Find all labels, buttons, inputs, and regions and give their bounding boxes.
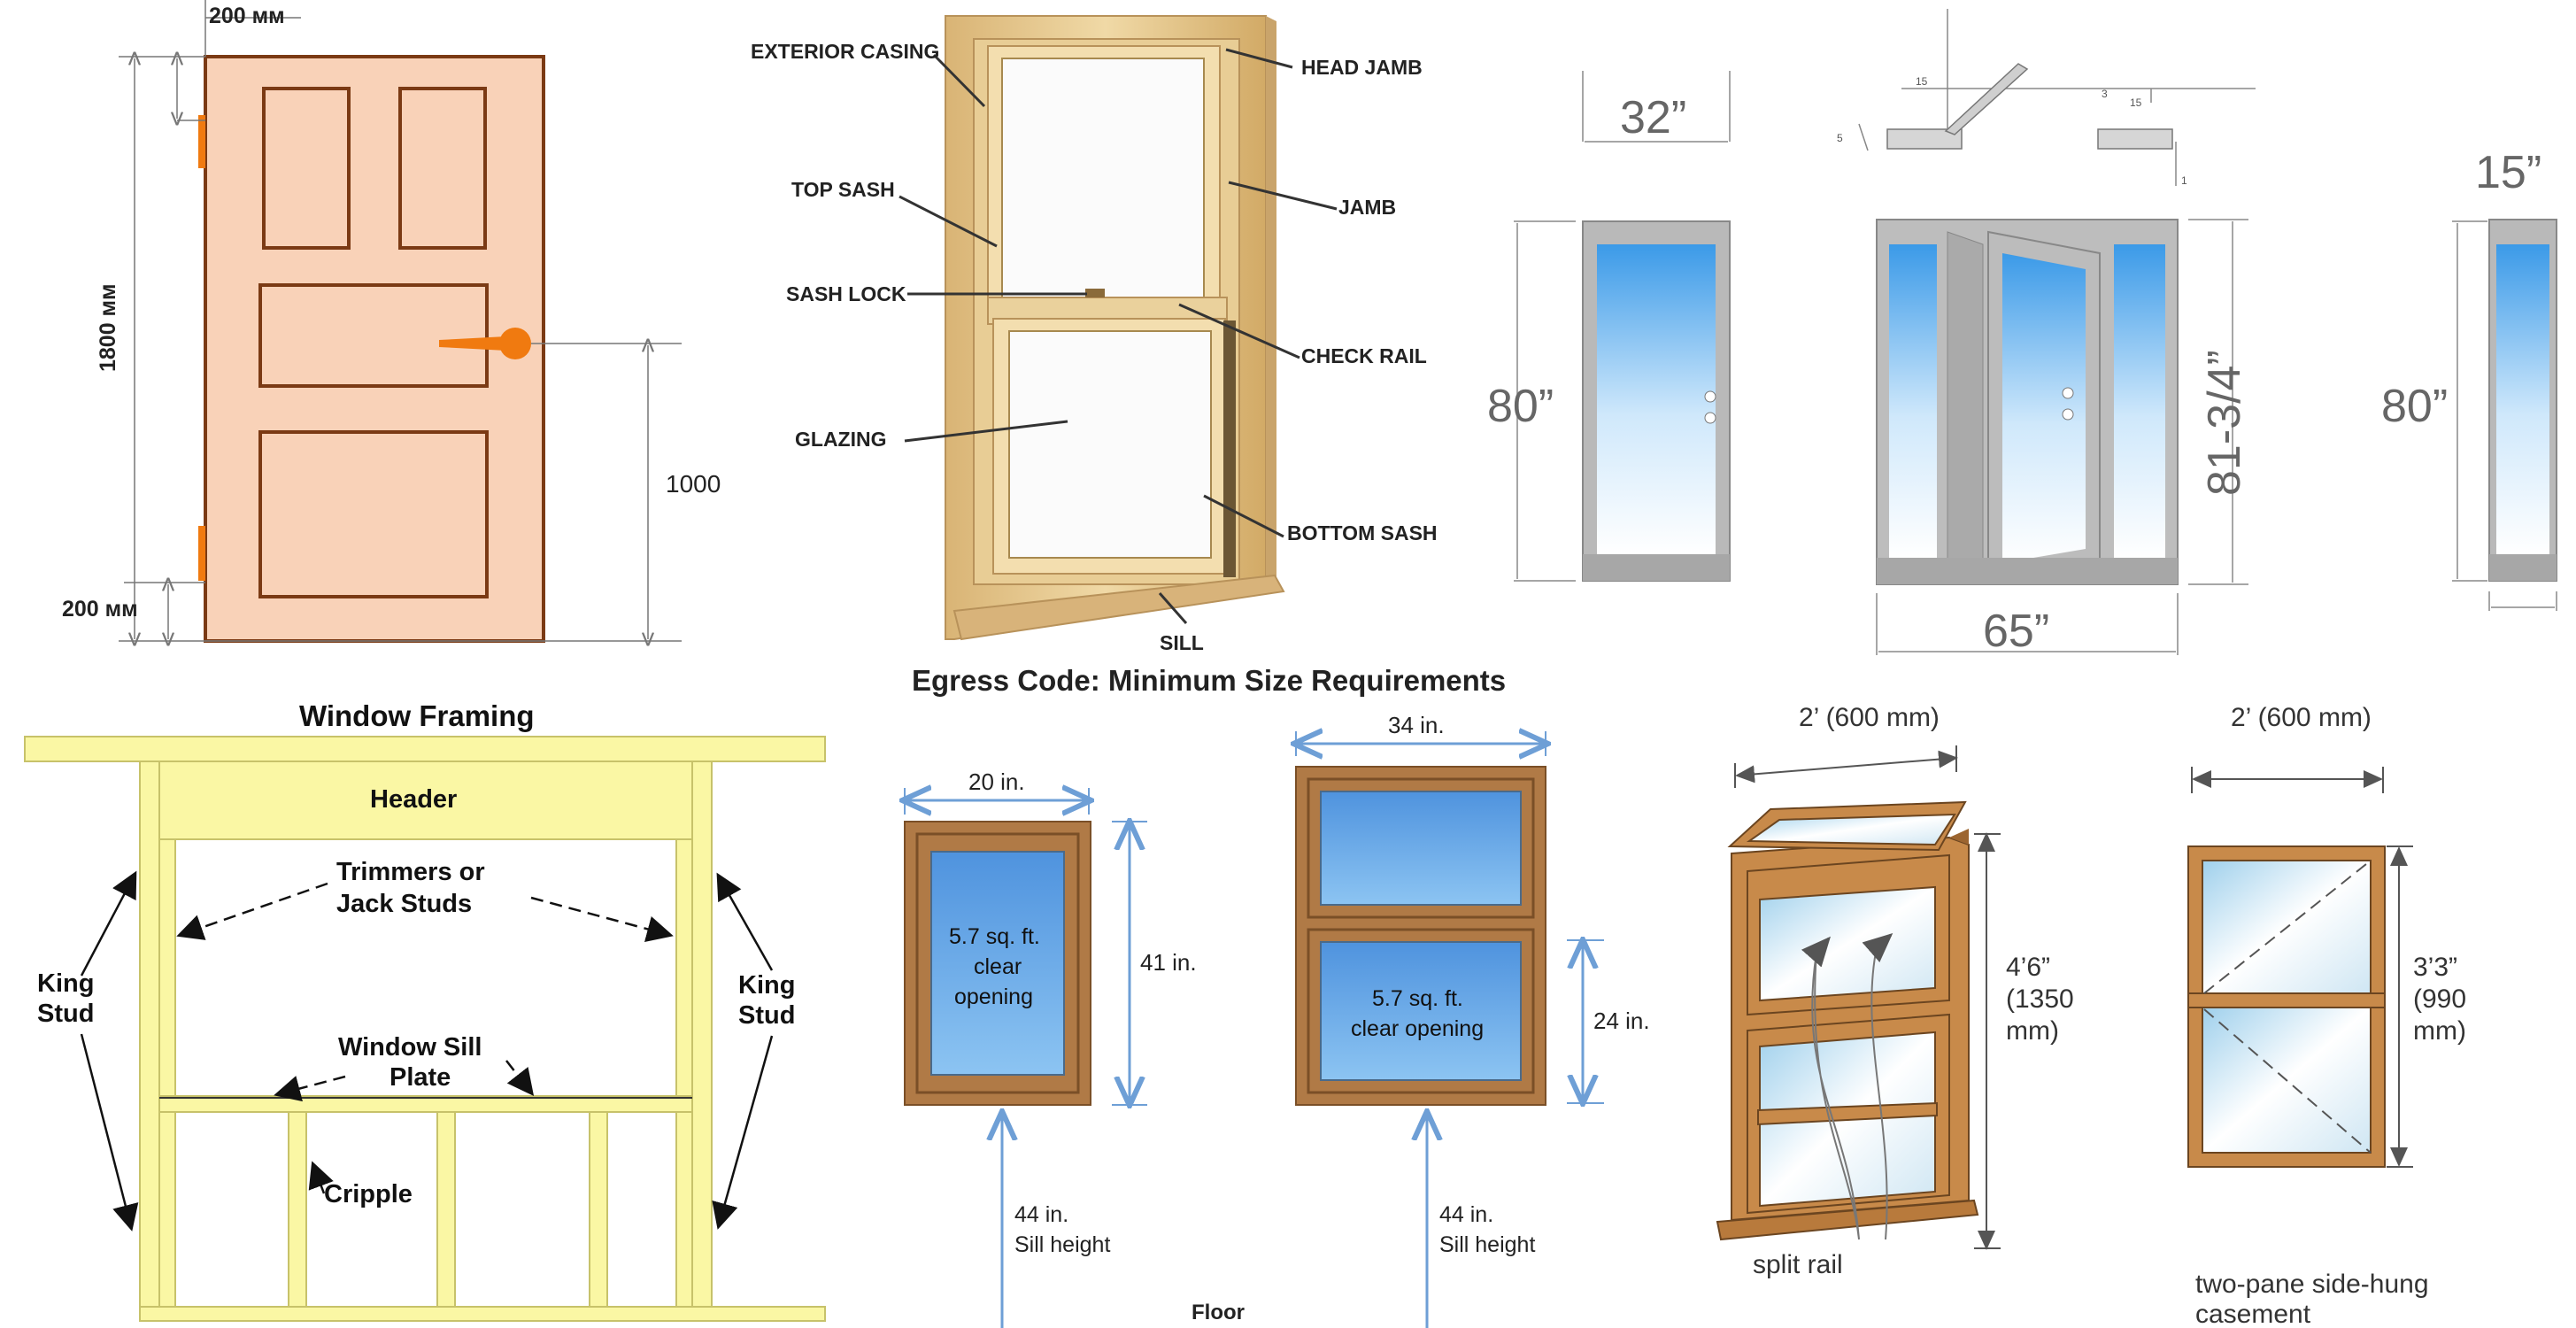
label-glazing: GLAZING	[795, 428, 887, 451]
window-framing-panel: Window Framing Header Trimmers or Jack S…	[0, 664, 850, 1328]
door-bottom-offset-label: 200 мм	[62, 597, 138, 622]
sill-plate-label-1: Window Sill	[338, 1033, 482, 1062]
sidelight-panel	[2488, 219, 2557, 582]
two-pane-casement-window	[2187, 845, 2386, 1168]
framing-header	[158, 761, 693, 840]
egress-left-width: 20 in.	[968, 768, 1025, 795]
sidelight-width: 15”	[2475, 147, 2541, 198]
sill-plate-label-2: Plate	[389, 1063, 451, 1092]
casement-windows-panel: 2’ (600 mm) 4’6” (1350 mm) split rail 2’…	[1673, 664, 2576, 1328]
sash-window-panel: EXTERIOR CASING HEAD JAMB TOP SASH JAMB …	[735, 0, 1531, 664]
label-head-jamb: HEAD JAMB	[1301, 56, 1423, 79]
header-label: Header	[370, 785, 457, 814]
right-window-height-3: mm)	[2413, 1016, 2466, 1046]
label-sill: SILL	[1160, 631, 1204, 654]
egress-left-area-3: opening	[954, 984, 1033, 1009]
door-panel-top-right	[398, 87, 487, 250]
egress-window-left	[904, 821, 1091, 1106]
trimmers-label-2: Jack Studs	[336, 890, 472, 918]
sidelight-height: 80”	[2381, 381, 2448, 432]
single-door-height: 80”	[1487, 381, 1554, 432]
detail-b-dim: 5	[1837, 132, 1843, 144]
single-glass-door	[1582, 220, 1731, 582]
double-door-with-sidelights	[1876, 219, 2179, 585]
label-sash-lock: SASH LOCK	[786, 282, 906, 305]
king-stud-right	[691, 761, 713, 1320]
door-hinge-top	[198, 115, 205, 168]
door-top-offset-label: 200 мм	[209, 4, 285, 28]
label-bottom-sash: BOTTOM SASH	[1287, 521, 1438, 544]
window-sill	[953, 574, 1285, 641]
jack-stud-right	[675, 838, 693, 1320]
detail-right-dim: 15	[2130, 97, 2142, 109]
cripple-stud-2	[436, 1111, 456, 1320]
door-panel-middle	[258, 283, 489, 388]
cripple-stud-1	[288, 1111, 307, 1320]
right-window-height-2: (990	[2413, 984, 2466, 1014]
egress-left-area-2: clear	[974, 954, 1022, 979]
detail-left-dim: 15	[1916, 75, 1928, 88]
egress-floor-label: Floor	[1192, 1301, 1245, 1324]
door-panel-bottom	[258, 430, 489, 598]
door-panel-top-left	[262, 87, 351, 250]
cripple-label: Cripple	[324, 1180, 413, 1208]
egress-right-height: 24 in.	[1593, 1008, 1650, 1034]
egress-code-panel: Egress Code: Minimum Size Requirements 2…	[850, 664, 1673, 1328]
king-stud-left-label-1: King	[37, 969, 94, 998]
doors-dimensions-panel: 15 15 3 5 1 32” 80” 65” 81-3/4” 15” 80”	[1487, 0, 2576, 664]
egress-right-area-2: clear opening	[1351, 1016, 1484, 1041]
egress-left-area-1: 5.7 sq. ft.	[949, 924, 1040, 949]
detail-a-dim: 3	[2102, 88, 2108, 100]
cripple-stud-3	[589, 1111, 608, 1320]
single-door-width: 32”	[1620, 92, 1686, 143]
label-exterior-casing: EXTERIOR CASING	[751, 40, 939, 63]
framing-bottom-plate	[139, 1306, 826, 1322]
king-stud-right-label-1: King	[738, 971, 795, 1000]
double-door-height: 81-3/4”	[2199, 350, 2250, 496]
left-window-width: 2’ (600 mm)	[1799, 703, 1940, 732]
egress-right-width: 34 in.	[1388, 712, 1445, 738]
split-rail-label: split rail	[1753, 1250, 1843, 1279]
egress-left-sill-1: 44 in.	[1014, 1202, 1068, 1227]
split-rail-window	[1716, 800, 1979, 1241]
left-window-height-1: 4’6”	[2006, 953, 2050, 982]
right-window-width: 2’ (600 mm)	[2231, 703, 2372, 732]
casement-caption-2: casement	[2195, 1300, 2311, 1328]
casement-caption-1: two-pane side-hung	[2195, 1270, 2429, 1299]
egress-window-right	[1295, 766, 1546, 1106]
framing-top-plate	[24, 736, 826, 762]
door-handle-height-label: 1000	[666, 470, 721, 498]
left-window-height-3: mm)	[2006, 1016, 2059, 1046]
trimmers-label-1: Trimmers or	[336, 858, 485, 886]
egress-left-height: 41 in.	[1140, 949, 1197, 976]
sash-lock-icon	[1085, 289, 1105, 297]
window-top-glass	[1001, 58, 1205, 300]
label-check-rail: CHECK RAIL	[1301, 344, 1427, 367]
door-diagram-panel: 200 мм 1800 мм 200 мм 1000	[0, 0, 735, 664]
label-jamb: JAMB	[1338, 196, 1396, 219]
egress-title: Egress Code: Minimum Size Requirements	[912, 664, 1506, 697]
jack-stud-left	[158, 838, 176, 1320]
egress-right-sill-2: Sill height	[1439, 1232, 1535, 1257]
egress-right-area-1: 5.7 sq. ft.	[1372, 986, 1463, 1011]
left-window-height-2: (1350	[2006, 984, 2074, 1014]
egress-left-sill-2: Sill height	[1014, 1232, 1110, 1257]
label-top-sash: TOP SASH	[791, 178, 895, 201]
framing-title: Window Framing	[299, 699, 535, 732]
door-hinge-bottom	[198, 526, 205, 581]
detail-c-dim: 1	[2181, 174, 2187, 187]
egress-right-sill-1: 44 in.	[1439, 1202, 1493, 1227]
door-plan-detail	[1886, 63, 2173, 150]
door-height-label: 1800 мм	[96, 283, 120, 372]
king-stud-left-label-2: Stud	[37, 1000, 94, 1028]
double-door-width: 65”	[1983, 606, 2049, 657]
king-stud-left	[139, 761, 160, 1320]
right-window-height-1: 3’3”	[2413, 953, 2457, 982]
door-handle-icon	[439, 328, 531, 359]
king-stud-right-label-2: Stud	[738, 1001, 795, 1030]
window-bottom-glass	[1008, 330, 1212, 559]
